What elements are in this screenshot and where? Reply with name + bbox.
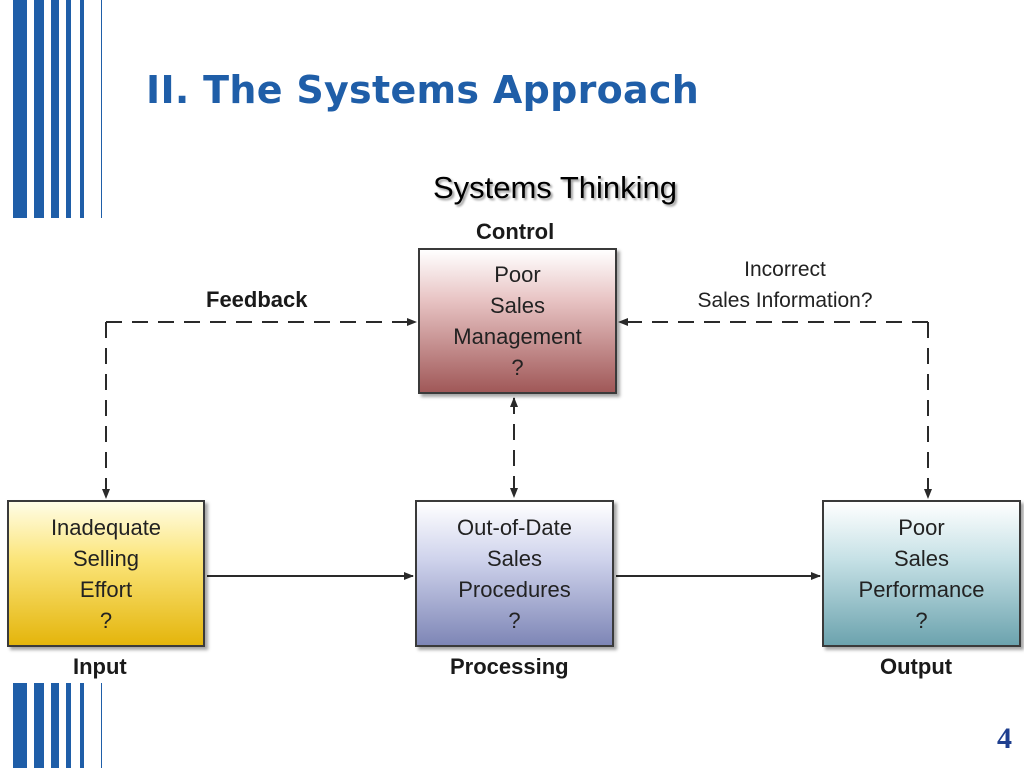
page-number: 4 xyxy=(997,722,1012,755)
output-box: Poor Sales Performance ? xyxy=(822,500,1021,647)
label-output: Output xyxy=(880,654,953,679)
control-box: Poor Sales Management ? xyxy=(418,248,617,394)
box-text-line: ? xyxy=(915,607,928,633)
decorative-bars-top xyxy=(0,0,110,218)
box-text-line: Sales xyxy=(486,545,543,571)
box-text-line: ? xyxy=(99,607,113,633)
incorrect-sales-info-note: Incorrect Sales Information? xyxy=(660,254,910,316)
note-line: Sales Information? xyxy=(697,289,873,312)
processing-box: Out-of-Date Sales Procedures ? xyxy=(415,500,614,647)
label-input: Input xyxy=(73,654,127,679)
slide-subtitle: Systems Thinking xyxy=(432,170,678,205)
label-control: Control xyxy=(476,219,555,244)
box-text-line: Management xyxy=(453,324,582,349)
box-text-line: ? xyxy=(511,355,524,380)
box-text-line: Poor xyxy=(898,514,945,540)
box-text-line: Inadequate xyxy=(50,514,162,540)
label-processing: Processing xyxy=(450,654,569,679)
box-text-line: Sales xyxy=(893,545,950,571)
input-box: Inadequate Selling Effort ? xyxy=(7,500,205,647)
box-text-line: Selling xyxy=(72,545,140,571)
box-text-line: Sales xyxy=(489,293,546,318)
box-text-line: ? xyxy=(508,607,521,633)
note-line: Incorrect xyxy=(744,258,826,281)
box-text-line: Procedures xyxy=(458,576,571,602)
box-text-line: Out-of-Date xyxy=(457,514,572,540)
slide-title: II. The Systems Approach xyxy=(146,68,700,112)
box-text-line: Effort xyxy=(79,576,133,602)
label-feedback: Feedback xyxy=(206,287,308,312)
decorative-bars-bottom xyxy=(0,683,110,768)
box-text-line: Poor xyxy=(494,262,541,287)
box-text-line: Performance xyxy=(858,576,985,602)
